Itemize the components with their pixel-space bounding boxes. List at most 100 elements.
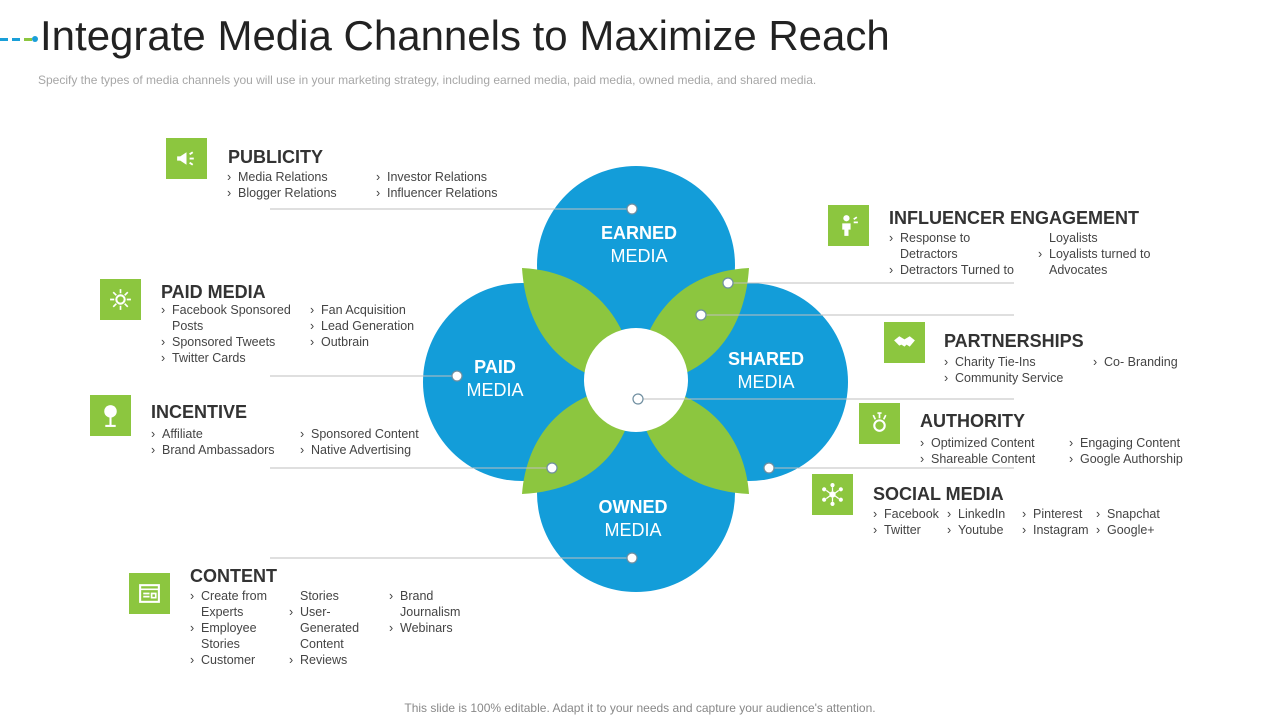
list-item-continued: Loyalists	[1049, 231, 1098, 245]
list-item: Response to	[889, 230, 1014, 246]
network-icon	[812, 474, 853, 515]
incentive-col2: Sponsored Content Native Advertising	[300, 426, 419, 458]
badge-arrows-icon	[859, 403, 900, 444]
content-title: CONTENT	[190, 566, 277, 586]
list-item-continued: Experts	[201, 605, 244, 619]
influencer-col1: Response to Detractors Detractors Turned…	[889, 230, 1014, 278]
list-item-continued: Generated	[300, 621, 360, 635]
social-media-col2: LinkedIn Youtube	[947, 506, 1005, 538]
list-item: Lead Generation	[310, 318, 414, 334]
list-item: Optimized Content	[920, 435, 1035, 451]
list-item: Affiliate	[151, 426, 275, 442]
list-item: Instagram	[1022, 522, 1089, 538]
list-item: Twitter	[873, 522, 939, 538]
person-speaker-icon	[828, 205, 869, 246]
list-item: Employee	[190, 620, 267, 636]
social-media-col1: Facebook Twitter	[873, 506, 939, 538]
list-item: Customer	[190, 652, 267, 668]
list-item-continued: Content	[300, 637, 344, 651]
list-item: Reviews	[289, 652, 359, 668]
list-item: Outbrain	[310, 334, 414, 350]
megaphone-icon	[166, 138, 207, 179]
connector-dot	[451, 370, 463, 382]
content-col3: Brand Journalism Webinars	[389, 588, 460, 636]
list-item-continued: Stories	[300, 589, 339, 603]
connector-dot	[722, 277, 734, 289]
influencer-col2: Loyalists Loyalists turned to Advocates	[1038, 230, 1150, 278]
money-tree-icon	[90, 395, 131, 436]
list-item: LinkedIn	[947, 506, 1005, 522]
list-item: Detractors Turned to	[889, 262, 1014, 278]
list-item: Shareable Content	[920, 451, 1035, 467]
social-media-col3: Pinterest Instagram	[1022, 506, 1089, 538]
connector-dot	[546, 462, 558, 474]
paid-media-col1: Facebook Sponsored Posts Sponsored Tweet…	[161, 302, 291, 366]
list-item: Media Relations	[227, 169, 337, 185]
list-item-continued: Detractors	[900, 247, 958, 261]
incentive-col1: Affiliate Brand Ambassadors	[151, 426, 275, 458]
list-item-continued: Stories	[201, 637, 240, 651]
settings-cycle-icon	[100, 279, 141, 320]
social-media-title: SOCIAL MEDIA	[873, 484, 1004, 504]
list-item: Fan Acquisition	[310, 302, 414, 318]
content-col1: Create from Experts Employee Stories Cus…	[190, 588, 267, 668]
paid-media-col2: Fan Acquisition Lead Generation Outbrain	[310, 302, 414, 350]
list-item: Sponsored Tweets	[161, 334, 291, 350]
list-item: Engaging Content	[1069, 435, 1183, 451]
list-item: Google Authorship	[1069, 451, 1183, 467]
list-item: Influencer Relations	[376, 185, 497, 201]
list-item: Community Service	[944, 370, 1063, 386]
connector-dot	[626, 552, 638, 564]
list-item: Youtube	[947, 522, 1005, 538]
list-item-continued: Advocates	[1049, 263, 1108, 277]
incentive-title: INCENTIVE	[151, 402, 248, 422]
list-item: Sponsored Content	[300, 426, 419, 442]
social-media-col4: Snapchat Google+	[1096, 506, 1160, 538]
content-col2: Stories User- Generated Content Reviews	[289, 588, 359, 668]
authority-col2: Engaging Content Google Authorship	[1069, 435, 1183, 467]
influencer-title: INFLUENCER ENGAGEMENT	[889, 208, 1140, 228]
connector-dot	[626, 203, 638, 215]
connector-dot	[695, 309, 707, 321]
list-item: Twitter Cards	[161, 350, 291, 366]
list-item: User-	[289, 604, 359, 620]
list-item: Co- Branding	[1093, 354, 1178, 370]
list-item: Facebook Sponsored	[161, 302, 291, 318]
list-item: Pinterest	[1022, 506, 1089, 522]
browser-window-icon	[129, 573, 170, 614]
list-item: Webinars	[389, 620, 460, 636]
list-item: Google+	[1096, 522, 1160, 538]
partnerships-col1: Charity Tie-Ins Community Service	[944, 354, 1063, 386]
list-item: Loyalists turned to	[1038, 246, 1150, 262]
paid-media-title: PAID MEDIA	[161, 282, 266, 302]
list-item: Native Advertising	[300, 442, 419, 458]
connector-dot	[763, 462, 775, 474]
list-item-continued: Journalism	[400, 605, 461, 619]
handshake-icon	[884, 322, 925, 363]
publicity-title: PUBLICITY	[228, 147, 324, 167]
publicity-col1: Media Relations Blogger Relations	[227, 169, 337, 201]
list-item: Snapchat	[1096, 506, 1160, 522]
list-item: Investor Relations	[376, 169, 497, 185]
connector-dot	[632, 393, 644, 405]
center-hub	[584, 328, 688, 432]
list-item: Charity Tie-Ins	[944, 354, 1063, 370]
list-item: Brand	[389, 588, 460, 604]
page-subtitle: Specify the types of media channels you …	[38, 73, 817, 87]
list-item: Create from	[190, 588, 267, 604]
partnerships-title: PARTNERSHIPS	[944, 331, 1084, 351]
footer-note: This slide is 100% editable. Adapt it to…	[404, 701, 876, 715]
page-title: Integrate Media Channels to Maximize Rea…	[40, 12, 890, 59]
list-item: Blogger Relations	[227, 185, 337, 201]
publicity-col2: Investor Relations Influencer Relations	[376, 169, 497, 201]
authority-col1: Optimized Content Shareable Content	[920, 435, 1035, 467]
list-item: Facebook	[873, 506, 939, 522]
list-item-continued: Posts	[172, 319, 204, 333]
list-item: Brand Ambassadors	[151, 442, 275, 458]
title-accent-mark	[0, 36, 38, 42]
